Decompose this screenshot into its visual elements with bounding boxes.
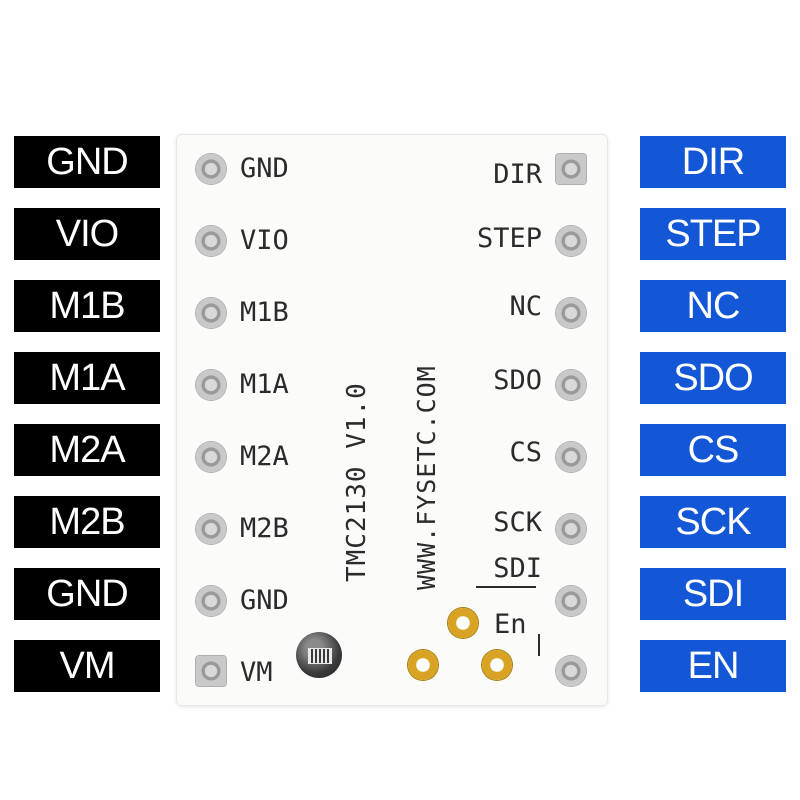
en-tick bbox=[538, 634, 540, 656]
gold-pad-right bbox=[482, 650, 512, 680]
silk-gnd-2: GND bbox=[240, 585, 289, 616]
silk-vm: VM bbox=[240, 657, 273, 688]
silk-sck: SCK bbox=[493, 507, 542, 538]
silk-gnd: GND bbox=[240, 153, 289, 184]
right-label-cs: CS bbox=[640, 424, 786, 476]
gold-pad-top bbox=[448, 608, 478, 638]
right-label-sck: SCK bbox=[640, 496, 786, 548]
silk-m1a: M1A bbox=[240, 369, 289, 400]
left-label-vm: VM bbox=[14, 640, 160, 692]
left-label-gnd-2: GND bbox=[14, 568, 160, 620]
right-label-sdo: SDO bbox=[640, 352, 786, 404]
pad-vio bbox=[196, 226, 226, 256]
right-label-dir: DIR bbox=[640, 136, 786, 188]
pad-nc bbox=[556, 298, 586, 328]
right-label-sdi: SDI bbox=[640, 568, 786, 620]
pad-sck bbox=[556, 514, 586, 544]
pad-dir bbox=[556, 154, 586, 184]
pad-gnd-2 bbox=[196, 586, 226, 616]
pad-gnd bbox=[196, 154, 226, 184]
silk-nc: NC bbox=[509, 291, 542, 322]
pad-en bbox=[556, 656, 586, 686]
pad-cs bbox=[556, 442, 586, 472]
left-label-m2b: M2B bbox=[14, 496, 160, 548]
sdi-underline bbox=[476, 586, 536, 588]
left-label-m2a: M2A bbox=[14, 424, 160, 476]
pad-m2b bbox=[196, 514, 226, 544]
pad-m2a bbox=[196, 442, 226, 472]
right-label-en: EN bbox=[640, 640, 786, 692]
component-pins bbox=[308, 648, 332, 664]
silk-en: En bbox=[494, 609, 527, 640]
right-label-step: STEP bbox=[640, 208, 786, 260]
pad-step bbox=[556, 226, 586, 256]
left-label-gnd: GND bbox=[14, 136, 160, 188]
pad-sdi bbox=[556, 586, 586, 616]
silk-sdo: SDO bbox=[493, 365, 542, 396]
silk-cs: CS bbox=[509, 437, 542, 468]
silk-m2b: M2B bbox=[240, 513, 289, 544]
pad-m1b bbox=[196, 298, 226, 328]
right-label-nc: NC bbox=[640, 280, 786, 332]
silk-m2a: M2A bbox=[240, 441, 289, 472]
pad-m1a bbox=[196, 370, 226, 400]
gold-pad-left bbox=[408, 650, 438, 680]
silk-vio: VIO bbox=[240, 225, 289, 256]
silk-step: STEP bbox=[476, 223, 542, 254]
left-label-vio: VIO bbox=[14, 208, 160, 260]
silk-dir: DIR bbox=[493, 159, 542, 190]
pad-sdo bbox=[556, 370, 586, 400]
silk-sdi: SDI bbox=[493, 553, 542, 584]
silk-m1b: M1B bbox=[240, 297, 289, 328]
left-label-m1b: M1B bbox=[14, 280, 160, 332]
pad-vm bbox=[196, 656, 226, 686]
board-model-text: TMC2130 V1.0 bbox=[342, 382, 372, 582]
left-label-m1a: M1A bbox=[14, 352, 160, 404]
pcb-board: GND VIO M1B M1A M2A M2B GND VM DIR STEP … bbox=[176, 134, 608, 706]
board-website-text: WWW.FYSETC.COM bbox=[412, 365, 441, 590]
